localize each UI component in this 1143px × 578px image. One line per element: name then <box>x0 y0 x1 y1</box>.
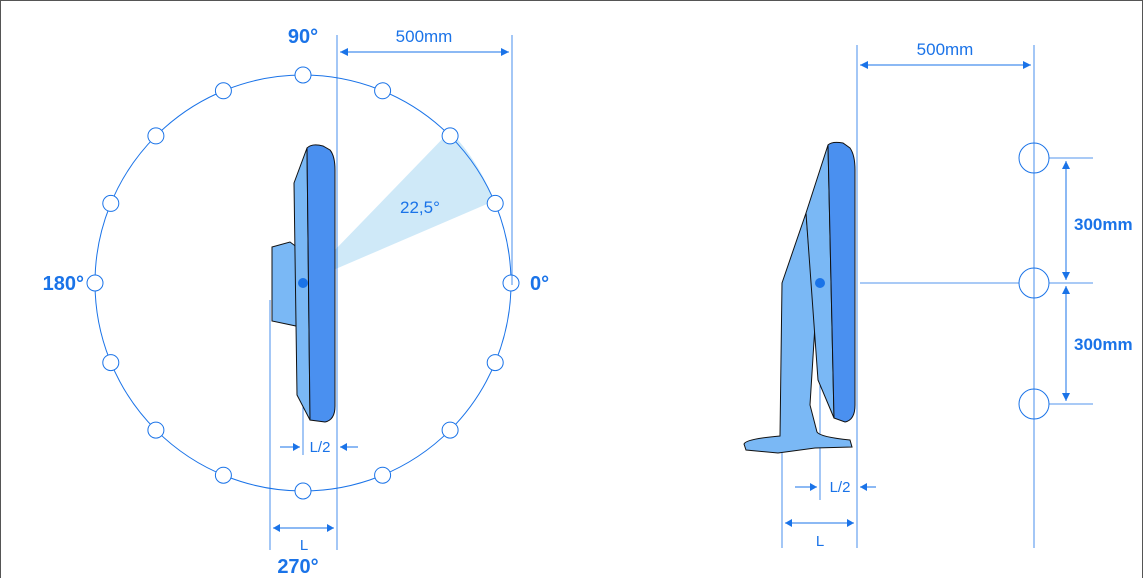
arrowhead <box>501 48 509 56</box>
measurement-position-circle <box>375 467 391 483</box>
measurement-position-circle <box>87 275 103 291</box>
measurement-position-circle <box>375 83 391 99</box>
arrowhead <box>847 519 854 527</box>
measurement-position-circle <box>103 355 119 371</box>
label-300mm-upper: 300mm <box>1074 215 1133 234</box>
arrowhead <box>293 443 300 451</box>
measurement-position-circle <box>295 483 311 499</box>
measurement-position-circle <box>487 195 503 211</box>
arrowhead <box>1062 393 1070 401</box>
arrowhead <box>340 443 347 451</box>
side-view-diagram: 500mm 300mm 300mm L/2 L <box>744 40 1133 550</box>
arrowhead <box>810 483 817 491</box>
measurement-position-circle <box>148 128 164 144</box>
label-90-deg: 90° <box>288 26 318 48</box>
arrowhead <box>1062 272 1070 280</box>
label-l-left: L <box>300 537 308 554</box>
label-500mm-right: 500mm <box>917 40 974 59</box>
label-300mm-lower: 300mm <box>1074 335 1133 354</box>
label-500mm-left: 500mm <box>396 27 453 46</box>
arrowhead <box>340 48 348 56</box>
measurement-position-circle <box>215 467 231 483</box>
arrowhead <box>1023 61 1031 69</box>
measurement-position-circle <box>442 422 458 438</box>
arrowhead <box>1062 286 1070 294</box>
center-dot-right <box>815 278 825 288</box>
label-l-half-right: L/2 <box>830 479 851 496</box>
monitor-screen-panel <box>307 145 335 422</box>
label-270-deg: 270° <box>277 556 318 578</box>
measurement-position-circle <box>503 275 519 291</box>
measurement-position-circle <box>487 355 503 371</box>
label-step-angle: 22,5° <box>400 198 440 217</box>
arrowhead <box>1062 161 1070 169</box>
measurement-position-circle <box>295 67 311 83</box>
arrowhead <box>860 483 867 491</box>
measurement-position-circle <box>103 195 119 211</box>
label-180-deg: 180° <box>43 273 84 295</box>
measurement-position-circle <box>215 83 231 99</box>
arrowhead <box>327 524 334 532</box>
measurement-position-circle <box>442 128 458 144</box>
arrowhead <box>860 61 868 69</box>
label-l-right: L <box>816 533 824 550</box>
measurement-position-circle <box>148 422 164 438</box>
center-dot-left <box>298 278 308 288</box>
arrowhead <box>273 524 280 532</box>
label-l-half-left: L/2 <box>310 439 331 456</box>
top-view-diagram: 500mm L/2 L 90° 0° 180° 270° 22,5° <box>43 26 550 578</box>
arrowhead <box>785 519 792 527</box>
label-0-deg: 0° <box>530 273 549 295</box>
